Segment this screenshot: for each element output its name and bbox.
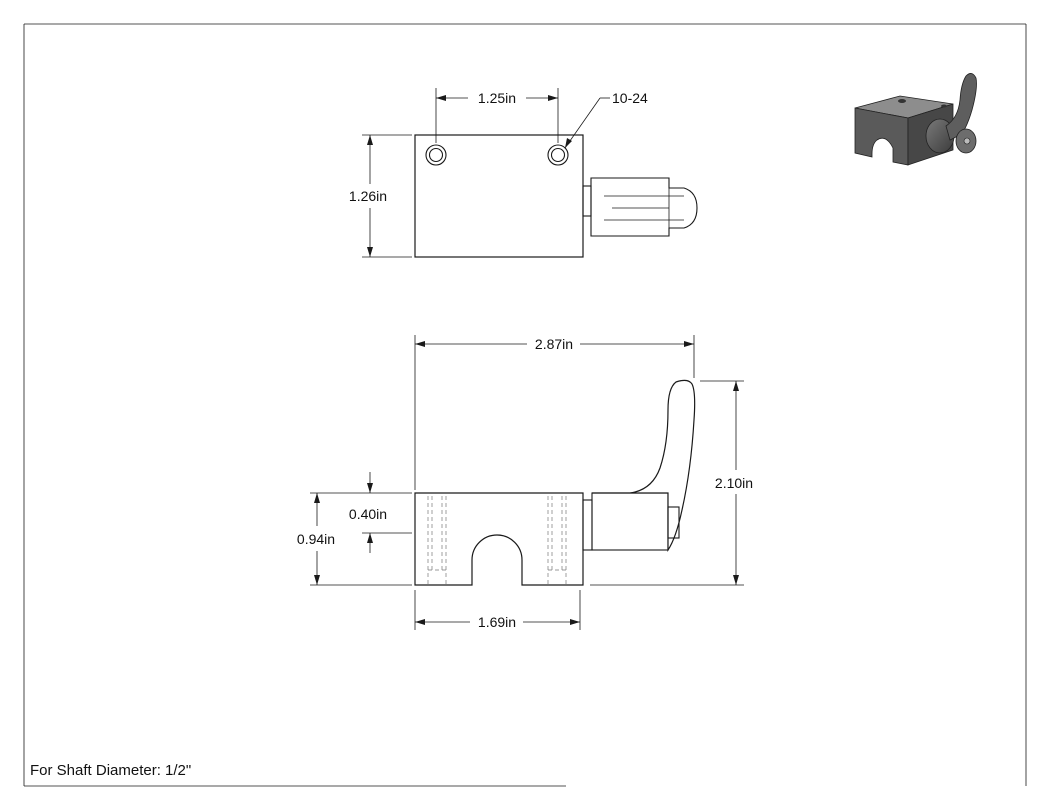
shaft-diameter-note: For Shaft Diameter: 1/2" xyxy=(30,762,192,779)
iso-top-hole xyxy=(898,99,906,103)
dim-hole-spacing-label: 1.25in xyxy=(478,90,516,106)
dim-block-height xyxy=(310,492,412,586)
dim-block-width xyxy=(414,590,581,630)
top-view: 1.25in 10-24 1.26in xyxy=(349,88,698,258)
top-view-block xyxy=(414,134,584,258)
dim-block-height-label: 0.94in xyxy=(297,531,335,547)
dim-bore-height-label: 0.40in xyxy=(349,506,387,522)
top-view-lever xyxy=(590,177,698,237)
hole-callout-label: 10-24 xyxy=(612,90,648,106)
front-view-block xyxy=(414,492,584,586)
front-view-stub xyxy=(582,499,593,551)
front-view-lever xyxy=(592,379,696,552)
dim-block-width-label: 1.69in xyxy=(478,614,516,630)
mounting-hole-right xyxy=(547,144,569,166)
top-view-stub xyxy=(582,185,592,217)
dim-overall-length-label: 2.87in xyxy=(535,336,573,352)
hidden-hole-left xyxy=(427,496,447,585)
iso-block-front xyxy=(854,107,909,166)
dim-top-height-label: 1.26in xyxy=(349,188,387,204)
front-view-lever-tab xyxy=(667,506,680,539)
dim-overall-length xyxy=(414,335,695,490)
front-view-hub xyxy=(591,492,669,551)
dim-overall-height-label: 2.10in xyxy=(715,475,753,491)
iso-lever xyxy=(945,73,977,141)
hole-callout-leader xyxy=(564,97,610,149)
isometric-preview xyxy=(854,73,977,166)
mounting-hole-left xyxy=(425,144,447,166)
iso-top-hole-2 xyxy=(941,104,947,108)
dim-overall-height xyxy=(590,380,744,586)
front-view: 2.87in 2.10in 0.40in xyxy=(297,335,753,630)
hidden-hole-right xyxy=(547,496,567,585)
dim-bore-height xyxy=(362,472,412,553)
iso-knob-screw xyxy=(963,137,971,145)
dim-hole-spacing xyxy=(435,88,559,143)
dim-top-height xyxy=(362,134,412,258)
sheet-border xyxy=(23,23,1027,787)
